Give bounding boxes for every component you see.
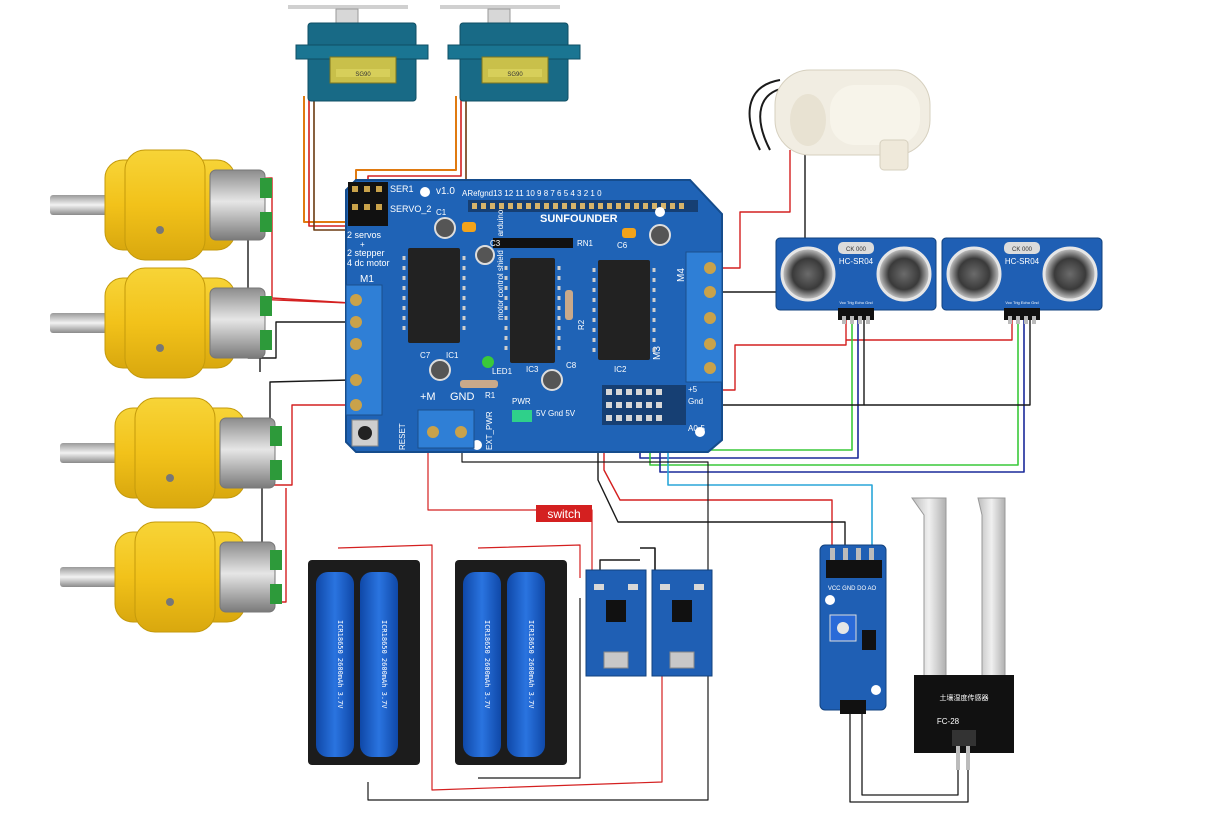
a0-5-label: A0-5 (688, 424, 705, 433)
ic1 (408, 248, 460, 343)
ic2-label: IC2 (614, 365, 627, 374)
ultrasonic-sensor: CK 000 HC-SR04 Vcc Trig Echo Gnd (941, 237, 1103, 324)
header-5v-label: 5V Gnd 5V (536, 409, 576, 418)
stepper-text: 2 stepper (347, 248, 385, 258)
ext-pwr-label: EXT_PWR (485, 411, 494, 450)
ic1-label: IC1 (446, 351, 459, 360)
pin-labels: Vcc Trig Echo Gnd (839, 300, 872, 305)
pin-labels: Vcc Trig Echo Gnd (1005, 300, 1038, 305)
switch-label: switch (547, 507, 580, 521)
moisture-module: VCC GND DO AO (819, 544, 887, 714)
version-label: v1.0 (436, 186, 455, 197)
m3-label: M3 (652, 346, 663, 360)
c1-label: C1 (436, 208, 447, 217)
dc-motor-text: 4 dc motor (347, 258, 390, 268)
m1-label: M1 (360, 274, 374, 285)
servo2-label: SERVO_2 (390, 204, 431, 214)
led1-label: LED1 (492, 367, 513, 376)
battery-holder: ICR18650 2600mAh 3.7V ICR18650 2600mAh 3… (455, 560, 567, 765)
battery-holder: ICR18650 2600mAh 3.7V ICR18650 2600mAh 3… (308, 560, 420, 765)
ultrasonic-sensors: CK 000 HC-SR04 Vcc Trig Echo Gnd CK 000 … (775, 237, 1103, 324)
pwr-label: PWR (512, 397, 531, 406)
charger-module (651, 569, 713, 677)
gnd2-label: Gnd (688, 397, 703, 406)
gnd-label: GND (450, 391, 475, 403)
servos: SG90 SG90 (288, 5, 581, 102)
c6-label: C6 (617, 241, 628, 250)
dc-motor (50, 149, 272, 261)
dc-motors (50, 149, 282, 633)
ser1-label: SER1 (390, 184, 414, 194)
switch-tag: switch (536, 505, 592, 522)
charger-module (585, 569, 647, 677)
m4-label: M4 (676, 268, 687, 282)
crystal-label: CK 000 (1012, 247, 1033, 253)
rn1-label: RN1 (577, 239, 594, 248)
servo-motor: SG90 (288, 5, 429, 102)
servo-label: SG90 (507, 72, 523, 78)
dc-motor (50, 267, 272, 379)
cell-label: ICR18650 2600mAh 3.7V (336, 620, 344, 709)
servo-motor: SG90 (440, 5, 581, 102)
rn1 (493, 238, 573, 248)
ultrasonic-sensor: CK 000 HC-SR04 Vcc Trig Echo Gnd (775, 237, 937, 324)
plus5-label: +5 (688, 385, 698, 394)
servo-label: SG90 (355, 72, 371, 78)
water-pump (748, 69, 931, 171)
ic3 (510, 258, 555, 363)
sensor-label: HC-SR04 (839, 257, 874, 266)
cell-label: ICR18650 2600mAh 3.7V (380, 620, 388, 709)
servos-text: 2 servos (347, 230, 382, 240)
cell-label: ICR18650 2600mAh 3.7V (483, 620, 491, 709)
motor-terminal-left (345, 284, 383, 416)
crystal-label: CK 000 (846, 247, 867, 253)
motor-shield: ARefgnd13 12 11 10 9 8 7 6 5 4 3 2 1 0 S… (345, 179, 723, 453)
ic3-label: IC3 (526, 365, 539, 374)
pin-row-labels: ARefgnd13 12 11 10 9 8 7 6 5 4 3 2 1 0 (462, 189, 602, 198)
reset-label: RESET (398, 423, 407, 450)
motor-terminal-right (685, 251, 723, 383)
battery-holders: ICR18650 2600mAh 3.7V ICR18650 2600mAh 3… (308, 560, 567, 765)
sensor-label: HC-SR04 (1005, 257, 1040, 266)
ic2 (598, 260, 650, 360)
r2-label: R2 (577, 319, 586, 330)
r1-label: R1 (485, 391, 496, 400)
shield-caption: motor control shield for arduino (496, 209, 505, 320)
c7-label: C7 (420, 351, 431, 360)
c8-label: C8 (566, 361, 577, 370)
module-pin-labels: VCC GND DO AO (828, 586, 877, 592)
moisture-probe: 土壤湿度传感器 FC-28 (911, 497, 1014, 770)
probe-model-label: FC-28 (937, 717, 960, 726)
dc-motor (60, 397, 282, 509)
plus-m-label: +M (420, 391, 436, 403)
dc-motor (60, 521, 282, 633)
charger-modules (585, 569, 713, 677)
cell-label: ICR18650 2600mAh 3.7V (527, 620, 535, 709)
c3-label: C3 (490, 239, 501, 248)
plus-text: + (360, 240, 365, 249)
brand-label: SUNFOUNDER (540, 213, 618, 225)
probe-chinese-label: 土壤湿度传感器 (940, 693, 989, 702)
